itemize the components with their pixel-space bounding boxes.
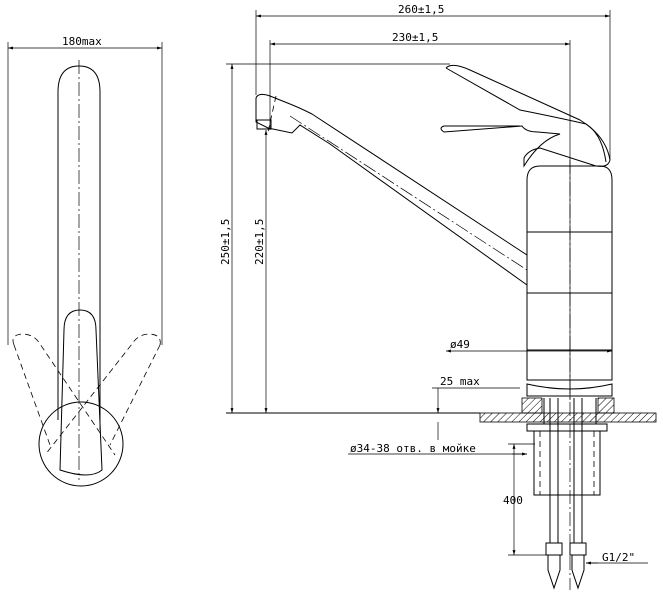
counter-thickness-label: 25 max	[440, 375, 480, 388]
lever-left-alt	[12, 333, 116, 456]
mount-washer	[597, 397, 615, 414]
lever-top-edge	[445, 67, 607, 163]
base-circle	[38, 401, 124, 487]
spout-reach-label: 230±1,5	[392, 31, 438, 44]
aerator-axis	[267, 95, 277, 133]
spout-lower	[267, 124, 528, 286]
lever-right-alt	[44, 333, 161, 456]
mount-plate	[526, 423, 608, 432]
lever-left-alt	[13, 344, 51, 446]
body-base	[526, 383, 613, 397]
overall-length-label: 260±1,5	[398, 3, 444, 16]
top-view: 180max	[7, 35, 163, 487]
thread-label: G1/2"	[602, 551, 635, 564]
hose-nut-right	[569, 542, 587, 556]
side-view: 260±1,5 230±1,5 250±1,5 220±1,5	[219, 3, 657, 590]
spout-height-label: 220±1,5	[253, 219, 266, 265]
spout-tip	[255, 98, 269, 129]
mount-washer	[521, 397, 543, 414]
total-height-label: 250±1,5	[219, 219, 232, 265]
aerator	[256, 119, 272, 130]
spout-upper	[255, 93, 528, 256]
spout-center-line	[289, 115, 528, 271]
lever-right-alt	[109, 344, 161, 446]
sink-hole-label: ø34-38 отв. в мойке	[350, 442, 476, 455]
hose-nut-left	[545, 542, 563, 556]
faucet-body	[526, 165, 613, 381]
top-view-width-label: 180max	[62, 35, 102, 48]
hose-end-left	[547, 555, 561, 590]
hose-length-label: 400	[503, 494, 523, 507]
lever	[440, 64, 611, 168]
hose-end-right	[571, 555, 585, 590]
lever-center	[59, 309, 103, 476]
body-diameter-label: ø49	[450, 338, 470, 351]
mount-sleeve	[533, 430, 601, 496]
countertop-hatch	[479, 412, 657, 423]
